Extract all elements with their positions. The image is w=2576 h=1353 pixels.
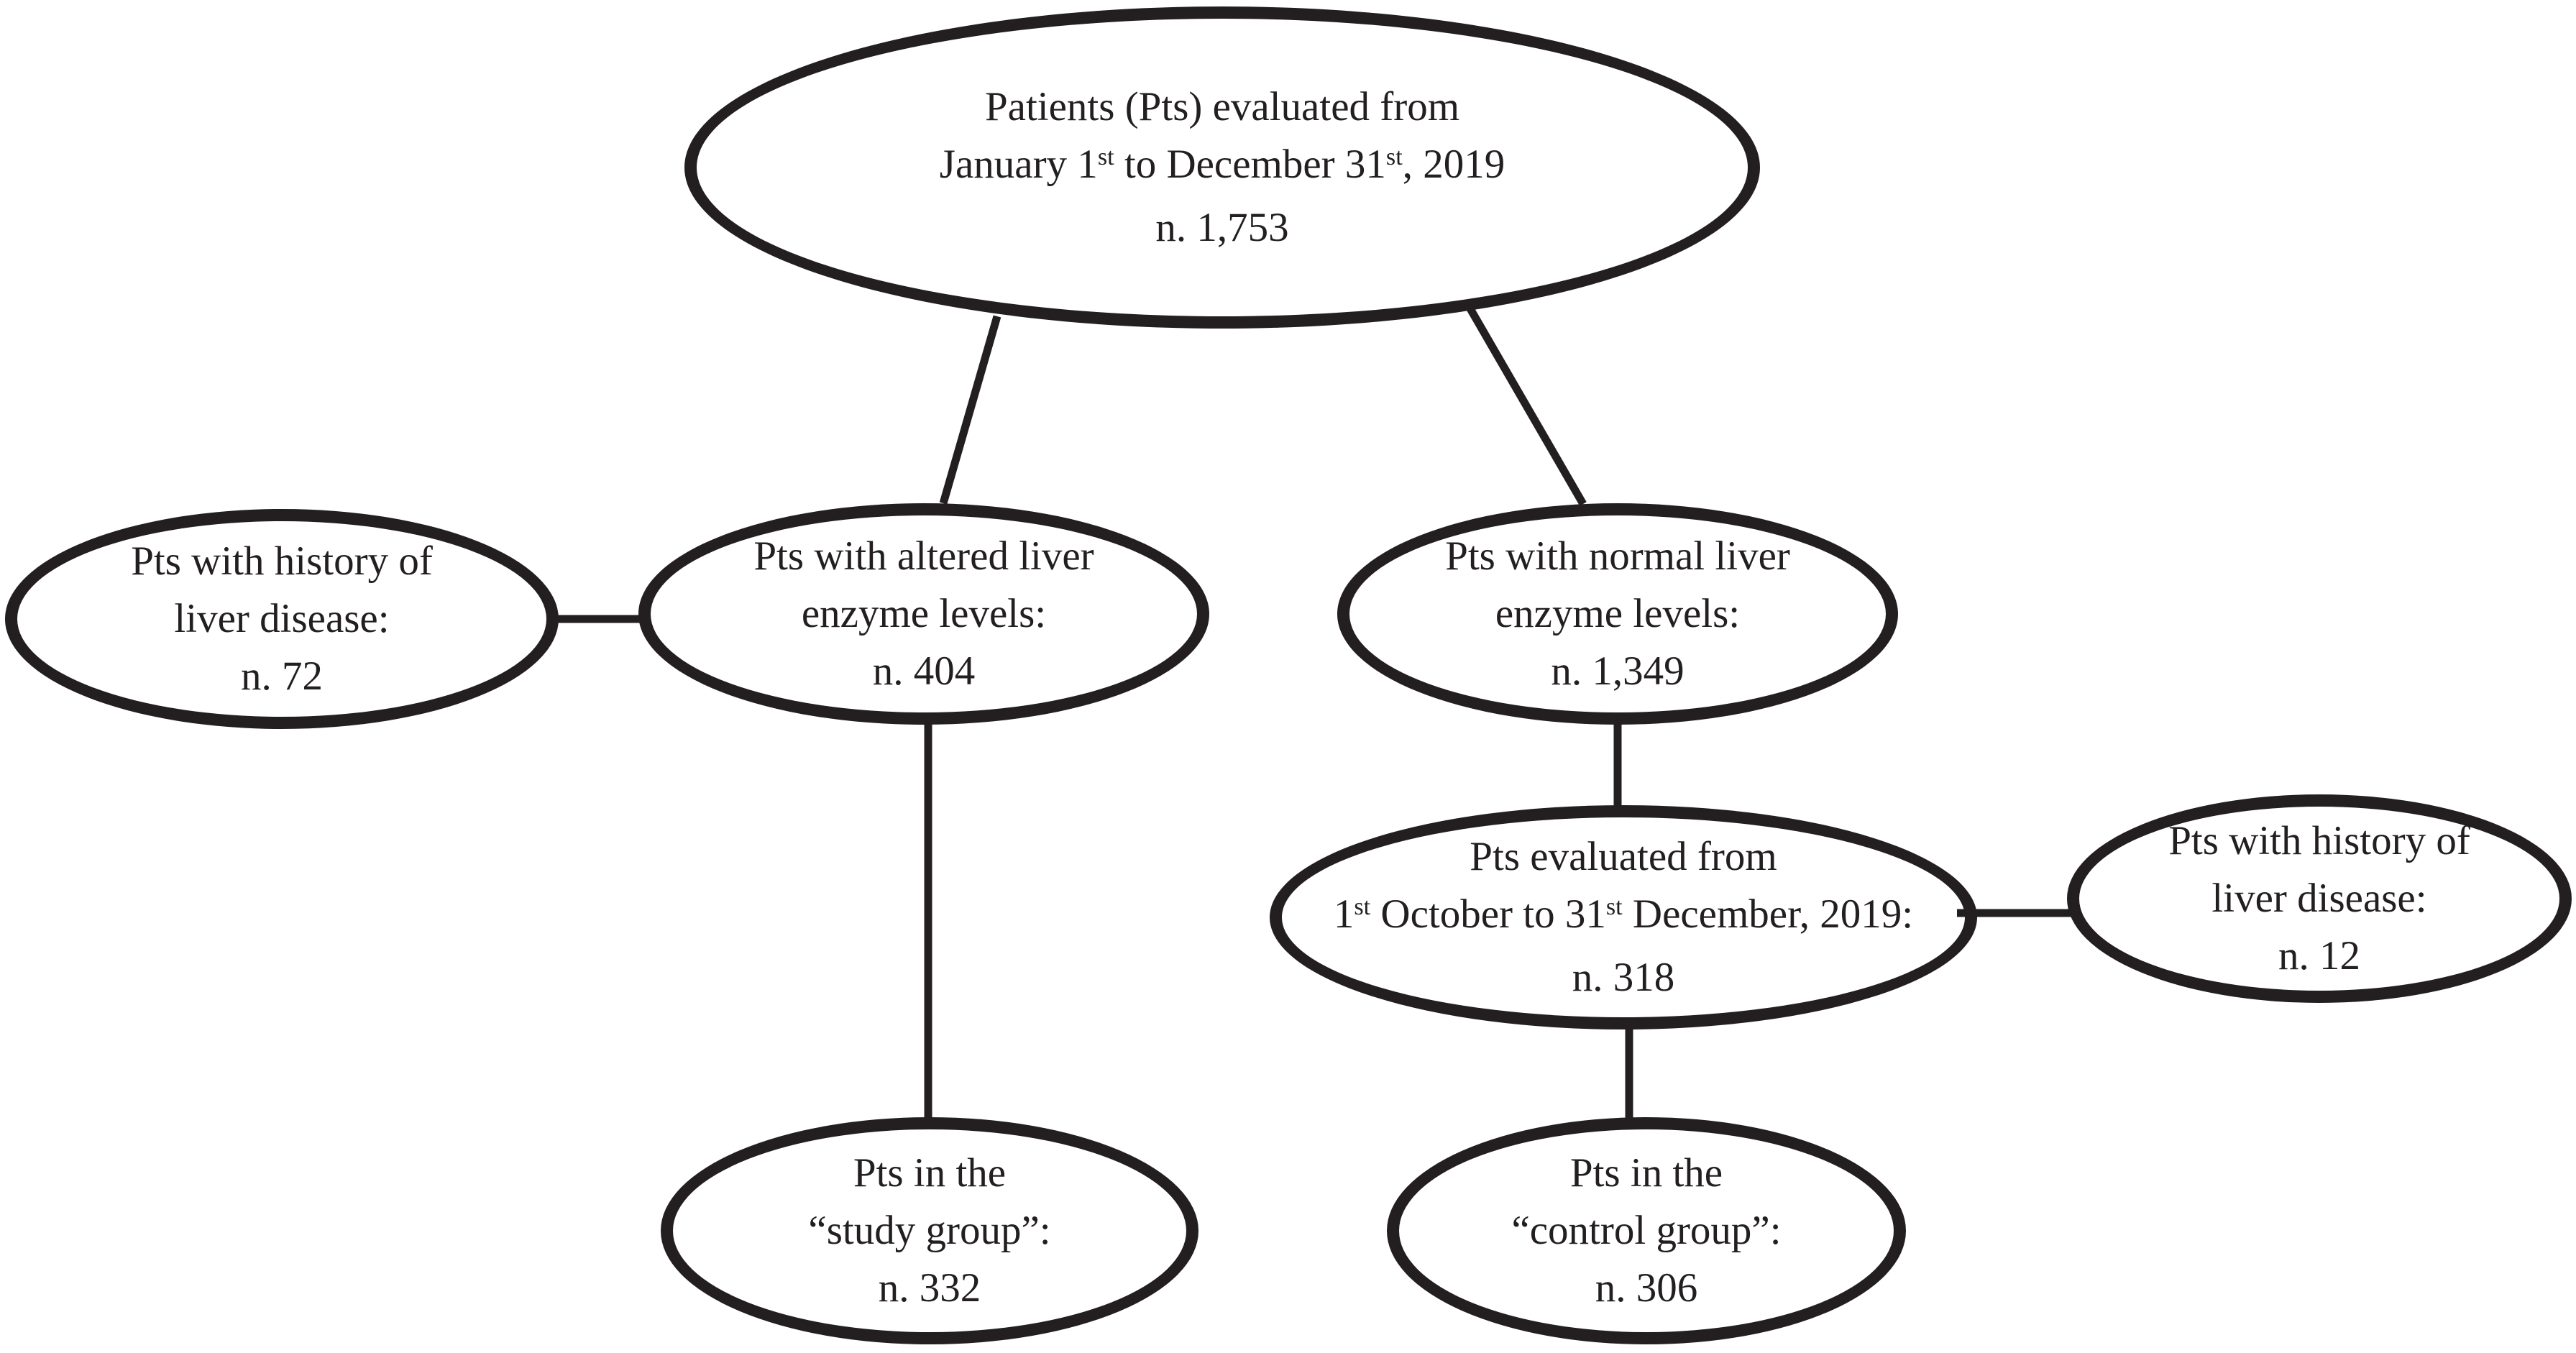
node-line: Pts with altered liver xyxy=(753,533,1094,579)
node-patients-total-label: Patients (Pts) evaluated from January 1s… xyxy=(940,78,1505,257)
node-line: “control group”: xyxy=(1511,1208,1782,1253)
node-altered-enzymes-404: Pts with altered liver enzyme levels: n.… xyxy=(638,503,1209,725)
node-normal-enzymes-1349: Pts with normal liver enzyme levels: n. … xyxy=(1337,503,1898,725)
node-history-liver-disease-72: Pts with history of liver disease: n. 72 xyxy=(5,509,559,729)
superscript: st xyxy=(1385,144,1403,171)
node-line: liver disease: xyxy=(2211,876,2427,921)
node-normal-1349-label: Pts with normal liver enzyme levels: n. … xyxy=(1445,528,1790,700)
connector-total-to-normal xyxy=(1465,304,1587,506)
connector-total-to-altered xyxy=(939,315,1001,505)
node-history-12-label: Pts with history of liver disease: n. 12 xyxy=(2168,812,2470,985)
node-line: Pts evaluated from xyxy=(1470,834,1777,879)
node-line: Pts in the xyxy=(1569,1150,1723,1196)
node-count: n. 12 xyxy=(2278,933,2360,978)
node-line: liver disease: xyxy=(174,596,390,641)
node-evaluated-q4-318: Pts evaluated from 1st October to 31st D… xyxy=(1270,805,1977,1029)
superscript: st xyxy=(1097,144,1114,171)
node-line: Pts in the xyxy=(853,1150,1007,1196)
node-count: n. 332 xyxy=(878,1265,981,1311)
node-line: “study group”: xyxy=(808,1208,1051,1253)
node-history-72-label: Pts with history of liver disease: n. 72 xyxy=(131,533,433,705)
superscript: st xyxy=(1605,894,1623,921)
node-count: n. 72 xyxy=(241,653,323,699)
node-line: Pts with history of xyxy=(2168,818,2470,863)
node-control-group-306: Pts in the “control group”: n. 306 xyxy=(1387,1117,1906,1344)
node-line: 1st October to 31st December, 2019: xyxy=(1333,891,1914,937)
node-line: enzyme levels: xyxy=(801,591,1047,636)
node-count: n. 306 xyxy=(1595,1265,1698,1311)
node-study-group-332: Pts in the “study group”: n. 332 xyxy=(661,1117,1198,1344)
node-line: January 1st to December 31st, 2019 xyxy=(939,142,1505,187)
node-line: enzyme levels: xyxy=(1495,591,1741,636)
node-line: Pts with history of xyxy=(131,538,433,584)
node-count: n. 1,753 xyxy=(1155,205,1289,250)
node-altered-404-label: Pts with altered liver enzyme levels: n.… xyxy=(753,528,1094,700)
superscript: st xyxy=(1354,894,1371,921)
node-count: n. 1,349 xyxy=(1551,648,1685,694)
node-control-306-label: Pts in the “control group”: n. 306 xyxy=(1511,1145,1781,1317)
node-eval-318-label: Pts evaluated from 1st October to 31st D… xyxy=(1334,828,1913,1006)
node-study-332-label: Pts in the “study group”: n. 332 xyxy=(808,1145,1050,1317)
node-count: n. 404 xyxy=(872,648,976,694)
node-line: Patients (Pts) evaluated from xyxy=(984,84,1460,129)
node-line: Pts with normal liver xyxy=(1445,533,1790,579)
node-history-liver-disease-12: Pts with history of liver disease: n. 12 xyxy=(2067,794,2572,1003)
node-patients-total: Patients (Pts) evaluated from January 1s… xyxy=(684,6,1760,329)
node-count: n. 318 xyxy=(1572,955,1675,1000)
